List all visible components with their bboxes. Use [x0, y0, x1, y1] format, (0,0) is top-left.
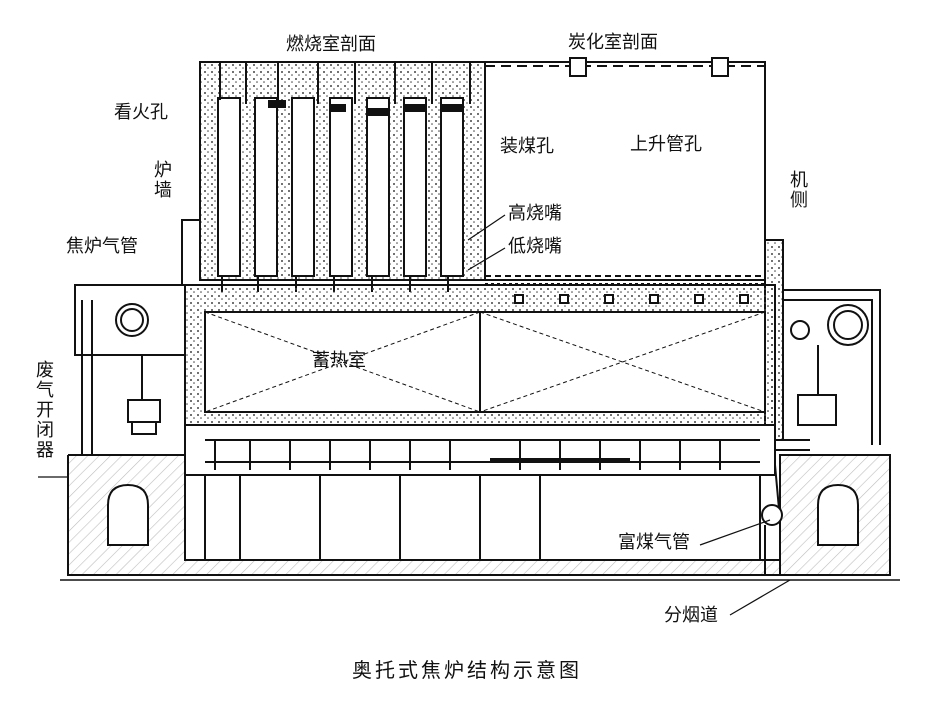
ascension-pipe-hole-label: 上升管孔 [630, 134, 702, 155]
observation-hole-label: 看火孔 [114, 102, 168, 123]
wall-label: 炉墙 [151, 160, 172, 200]
lean-gas-pipe-label: 富煤气管 [618, 532, 690, 553]
figure-caption: 奥托式焦炉结构示意图 [352, 658, 582, 682]
combustion-section-label: 燃烧室剖面 [286, 34, 376, 55]
leader-lines [38, 214, 791, 616]
exhaust-reverser-label: 废气开闭器 [33, 360, 54, 460]
left-gas-pipe-assembly [74, 284, 186, 455]
high-burner-label: 高烧嘴 [508, 203, 562, 224]
right-gas-pipe-assembly [761, 304, 869, 575]
regenerator [184, 284, 776, 426]
low-burner-label: 低烧嘴 [508, 236, 562, 257]
coke-oven-gas-pipe-label: 焦炉气管 [66, 236, 138, 257]
coal-charging-hole-label: 装煤孔 [500, 136, 554, 157]
carbonization-chamber-section [484, 57, 766, 285]
regenerator-label: 蓄热室 [312, 350, 366, 371]
combustion-chamber-section [181, 61, 486, 292]
machine-side-label: 机侧 [787, 170, 808, 210]
sub-flue-label: 分烟道 [664, 605, 718, 626]
foundation [60, 454, 900, 581]
sole-flue [184, 424, 776, 476]
carbonization-section-label: 炭化室剖面 [568, 32, 658, 53]
